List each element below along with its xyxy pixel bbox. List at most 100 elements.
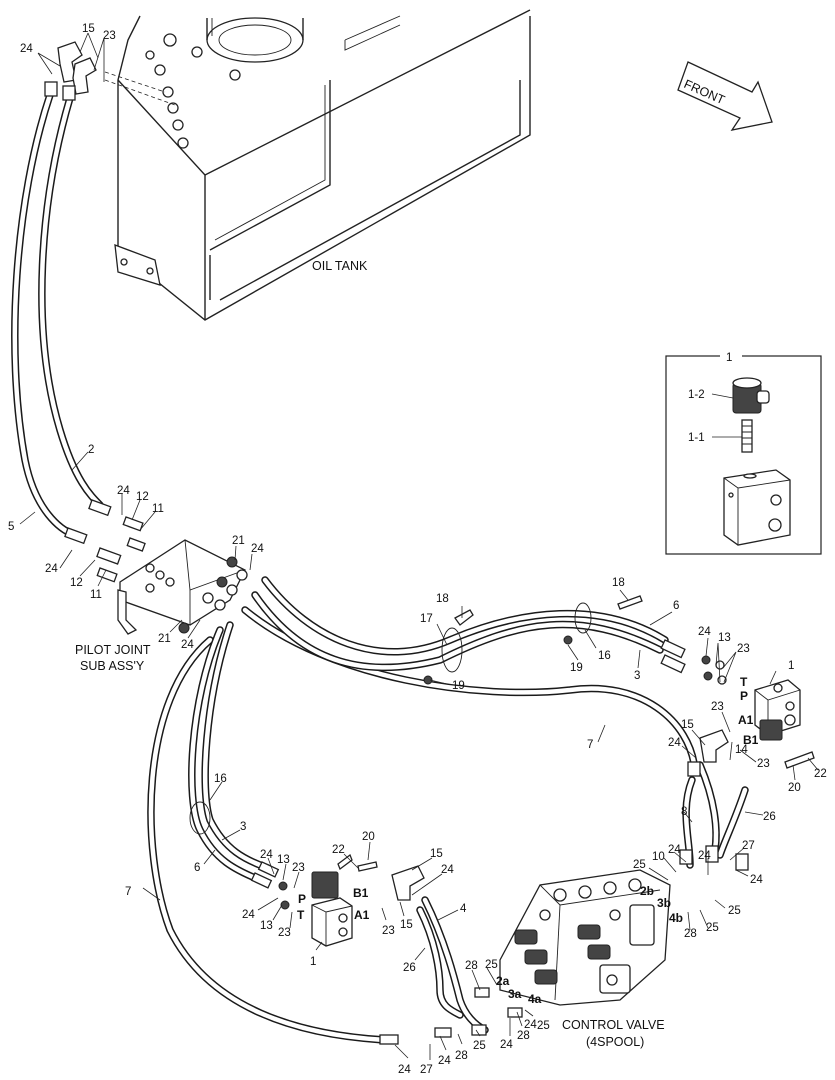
callout: 25 <box>485 959 498 971</box>
pilot-joint-label-1: PILOT JOINT <box>75 643 151 657</box>
callout: 22 <box>332 844 345 856</box>
leader-lines <box>19 32 819 1060</box>
callout: 26 <box>763 811 776 823</box>
callout: 24 <box>438 1055 451 1067</box>
callout: 27 <box>742 840 755 852</box>
callout: 25 <box>728 905 741 917</box>
solenoid-valve-inset: 1 1-2 1-1 <box>665 352 822 555</box>
callout: 21 <box>158 633 171 645</box>
callout: 11 <box>90 589 102 601</box>
pilot-joint-label-2: SUB ASS'Y <box>80 659 145 673</box>
callout: 7 <box>125 886 131 898</box>
callout: 6 <box>194 862 200 874</box>
callout: 28 <box>455 1050 468 1062</box>
callout: 25 <box>633 859 646 871</box>
callout: 23 <box>292 862 305 874</box>
inset-part-1-1: 1-1 <box>688 432 705 444</box>
callout: 12 <box>136 491 149 503</box>
callout: 24 <box>698 626 711 638</box>
port-label: A1 <box>738 713 754 727</box>
oil-tank: OIL TANK <box>104 9 531 321</box>
callout: 24 <box>242 909 255 921</box>
callout: 24 <box>117 485 130 497</box>
callout: 20 <box>362 831 375 843</box>
inset-title: 1 <box>726 352 732 364</box>
callout: 28 <box>684 928 697 940</box>
callout: 23 <box>278 927 291 939</box>
callout: 16 <box>598 650 611 662</box>
solenoid-valve-lower <box>311 871 353 947</box>
callout: 7 <box>587 739 593 751</box>
port-labels: T P A1 B1 P T B1 A1 2b 3b 4b 2a 3a 4a <box>297 675 759 1006</box>
callout: 24 <box>524 1019 537 1031</box>
callout: 24 <box>20 43 33 55</box>
callout: 1 <box>310 956 316 968</box>
port-label: P <box>298 892 306 906</box>
callout: 11 <box>152 503 164 515</box>
port-label: 3b <box>657 896 671 910</box>
inset-part-1-2: 1-2 <box>688 389 705 401</box>
callout: 13 <box>260 920 273 932</box>
port-label: 2b <box>640 884 654 898</box>
pilot-joint: PILOT JOINT SUB ASS'Y <box>75 539 248 673</box>
port-label: T <box>740 675 748 689</box>
callout: 22 <box>814 768 827 780</box>
callout: 14 <box>735 744 748 756</box>
port-label: B1 <box>743 733 759 747</box>
callout: 2 <box>88 444 94 456</box>
callout: 28 <box>465 960 478 972</box>
callout: 15 <box>681 719 694 731</box>
oil-tank-label: OIL TANK <box>312 259 368 273</box>
callout: 3 <box>634 670 640 682</box>
callout: 24 <box>260 849 273 861</box>
callout: 5 <box>8 521 14 533</box>
callout: 25 <box>473 1040 486 1052</box>
callout: 3 <box>240 821 246 833</box>
callout: 24 <box>500 1039 513 1051</box>
callout: 24 <box>698 850 711 862</box>
port-label: P <box>740 689 748 703</box>
port-label: 4b <box>669 911 683 925</box>
port-label: T <box>297 908 305 922</box>
callout: 27 <box>420 1064 433 1076</box>
callout-numbers: 24 15 23 2 5 24 12 11 24 12 11 21 24 21 … <box>8 23 827 1076</box>
callout: 18 <box>612 577 625 589</box>
callout: 18 <box>436 593 449 605</box>
callout: 24 <box>668 737 681 749</box>
port-label: 2a <box>496 974 510 988</box>
callout: 12 <box>70 577 83 589</box>
callout: 8 <box>681 806 687 818</box>
port-label: 3a <box>508 987 522 1001</box>
callout: 24 <box>398 1064 411 1076</box>
callout: 1 <box>788 660 794 672</box>
callout: 19 <box>452 680 465 692</box>
solenoid-valve-right <box>754 679 801 741</box>
callout: 20 <box>788 782 801 794</box>
port-label: A1 <box>354 908 370 922</box>
callout: 19 <box>570 662 583 674</box>
callout: 15 <box>82 23 95 35</box>
callout: 23 <box>382 925 395 937</box>
callout: 4 <box>460 903 467 915</box>
callout: 23 <box>103 30 116 42</box>
callout: 25 <box>706 922 719 934</box>
callout: 24 <box>750 874 763 886</box>
callout: 24 <box>45 563 58 575</box>
port-label: 4a <box>528 992 542 1006</box>
callout: 26 <box>403 962 416 974</box>
port-label: B1 <box>353 886 369 900</box>
callout: 28 <box>517 1030 530 1042</box>
control-valve-label-1: CONTROL VALVE <box>562 1018 665 1032</box>
callout: 24 <box>668 844 681 856</box>
callout: 24 <box>441 864 454 876</box>
callout: 23 <box>737 643 750 655</box>
callout: 21 <box>232 535 245 547</box>
hoses <box>11 91 749 1044</box>
callout: 23 <box>757 758 770 770</box>
callout: 6 <box>673 600 679 612</box>
callout: 24 <box>251 543 264 555</box>
callout: 15 <box>400 919 413 931</box>
control-valve: CONTROL VALVE (4SPOOL) <box>499 869 671 1049</box>
control-valve-label-2: (4SPOOL) <box>586 1035 644 1049</box>
